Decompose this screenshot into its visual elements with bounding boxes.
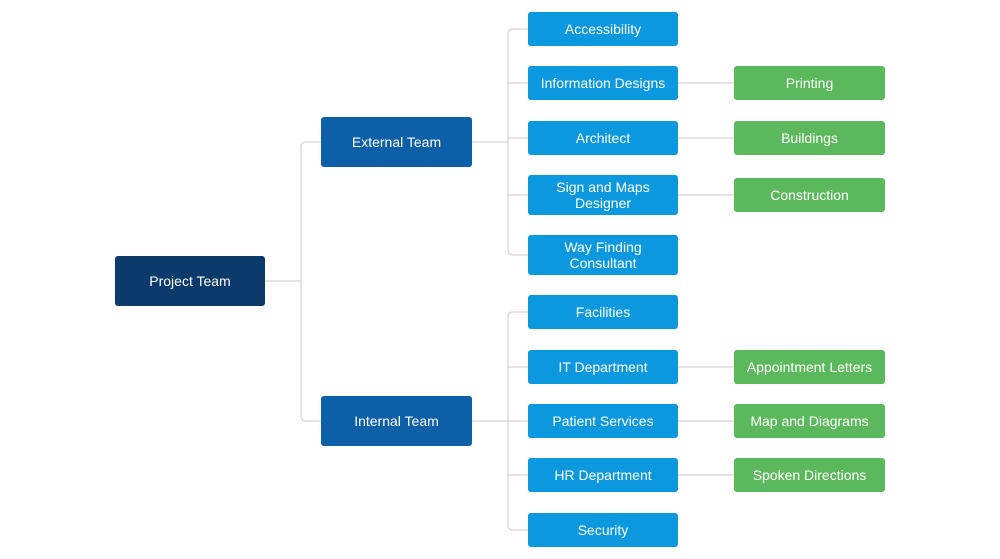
node-spoken-directions[interactable]: Spoken Directions [734, 458, 885, 492]
node-it-department[interactable]: IT Department [528, 350, 678, 384]
node-information-designs[interactable]: Information Designs [528, 66, 678, 100]
node-accessibility[interactable]: Accessibility [528, 12, 678, 46]
node-external-team[interactable]: External Team [321, 117, 472, 167]
node-architect[interactable]: Architect [528, 121, 678, 155]
node-facilities[interactable]: Facilities [528, 295, 678, 329]
node-patient-services[interactable]: Patient Services [528, 404, 678, 438]
node-construction[interactable]: Construction [734, 178, 885, 212]
node-security[interactable]: Security [528, 513, 678, 547]
node-internal-team[interactable]: Internal Team [321, 396, 472, 446]
node-way-finding-consultant[interactable]: Way Finding Consultant [528, 235, 678, 275]
node-map-and-diagrams[interactable]: Map and Diagrams [734, 404, 885, 438]
node-appointment-letters[interactable]: Appointment Letters [734, 350, 885, 384]
connector-line-1 [300, 141, 321, 422]
node-buildings[interactable]: Buildings [734, 121, 885, 155]
node-project-team[interactable]: Project Team [115, 256, 265, 306]
node-hr-department[interactable]: HR Department [528, 458, 678, 492]
node-sign-and-maps-designer[interactable]: Sign and Maps Designer [528, 175, 678, 215]
node-printing[interactable]: Printing [734, 66, 885, 100]
connector-line-3 [507, 28, 528, 256]
